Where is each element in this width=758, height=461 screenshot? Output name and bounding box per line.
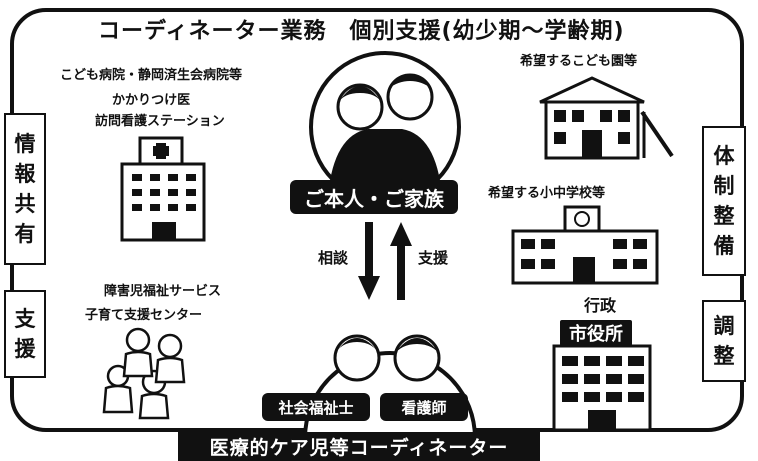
info-char-1: 情 [14, 132, 36, 156]
adjustment-box: 調 整 [702, 300, 746, 382]
social-worker-label: 社会福祉士 [262, 393, 370, 421]
support-box: 支 援 [4, 290, 46, 378]
info-char-4: 有 [14, 222, 36, 246]
support-char-1: 支 [14, 307, 36, 331]
system-char-2: 制 [713, 174, 735, 198]
school-label: 希望する小中学校等 [488, 186, 606, 201]
coordinator-banner: 医療的ケア児等コーディネーター [178, 432, 540, 461]
kindergarten-label: 希望するこども園等 [520, 54, 638, 69]
hospital-building-icon [120, 136, 206, 242]
consult-arrow-icon [358, 222, 380, 300]
system-char-1: 体 [713, 144, 735, 168]
welfare-label-2: 子育て支援センター [85, 308, 203, 323]
system-char-3: 整 [713, 204, 735, 228]
kindergarten-building-icon [539, 76, 674, 160]
adjust-char-1: 調 [713, 314, 735, 338]
consult-label: 相談 [318, 249, 349, 267]
city-hall-sign: 市役所 [560, 320, 632, 346]
city-hall-building-icon [552, 344, 652, 430]
support-char-2: 援 [14, 337, 36, 361]
info-char-2: 報 [14, 162, 36, 186]
family-label: ご本人・ご家族 [290, 180, 458, 214]
info-char-3: 共 [14, 192, 36, 216]
info-sharing-box: 情 報 共 有 [4, 113, 46, 265]
system-building-box: 体 制 整 備 [702, 126, 746, 276]
government-label: 行政 [584, 296, 617, 315]
hospital-label-2: かかりつけ医 [112, 93, 191, 108]
diagram-title: コーディネーター業務 個別支援(幼少期～学齢期) [92, 13, 631, 45]
support-arrow-icon [390, 222, 412, 300]
system-char-4: 備 [713, 234, 735, 258]
hospital-label-1: こども病院・静岡済生会病院等 [60, 68, 243, 83]
support-label: 支援 [418, 249, 449, 267]
adjust-char-2: 整 [713, 344, 735, 368]
nurse-label: 看護師 [380, 393, 468, 421]
hospital-label-3: 訪問看護ステーション [95, 114, 225, 129]
children-group-icon [102, 327, 186, 420]
family-illustration [309, 51, 461, 203]
school-building-icon [511, 205, 659, 285]
welfare-label-1: 障害児福祉サービス [104, 284, 222, 299]
